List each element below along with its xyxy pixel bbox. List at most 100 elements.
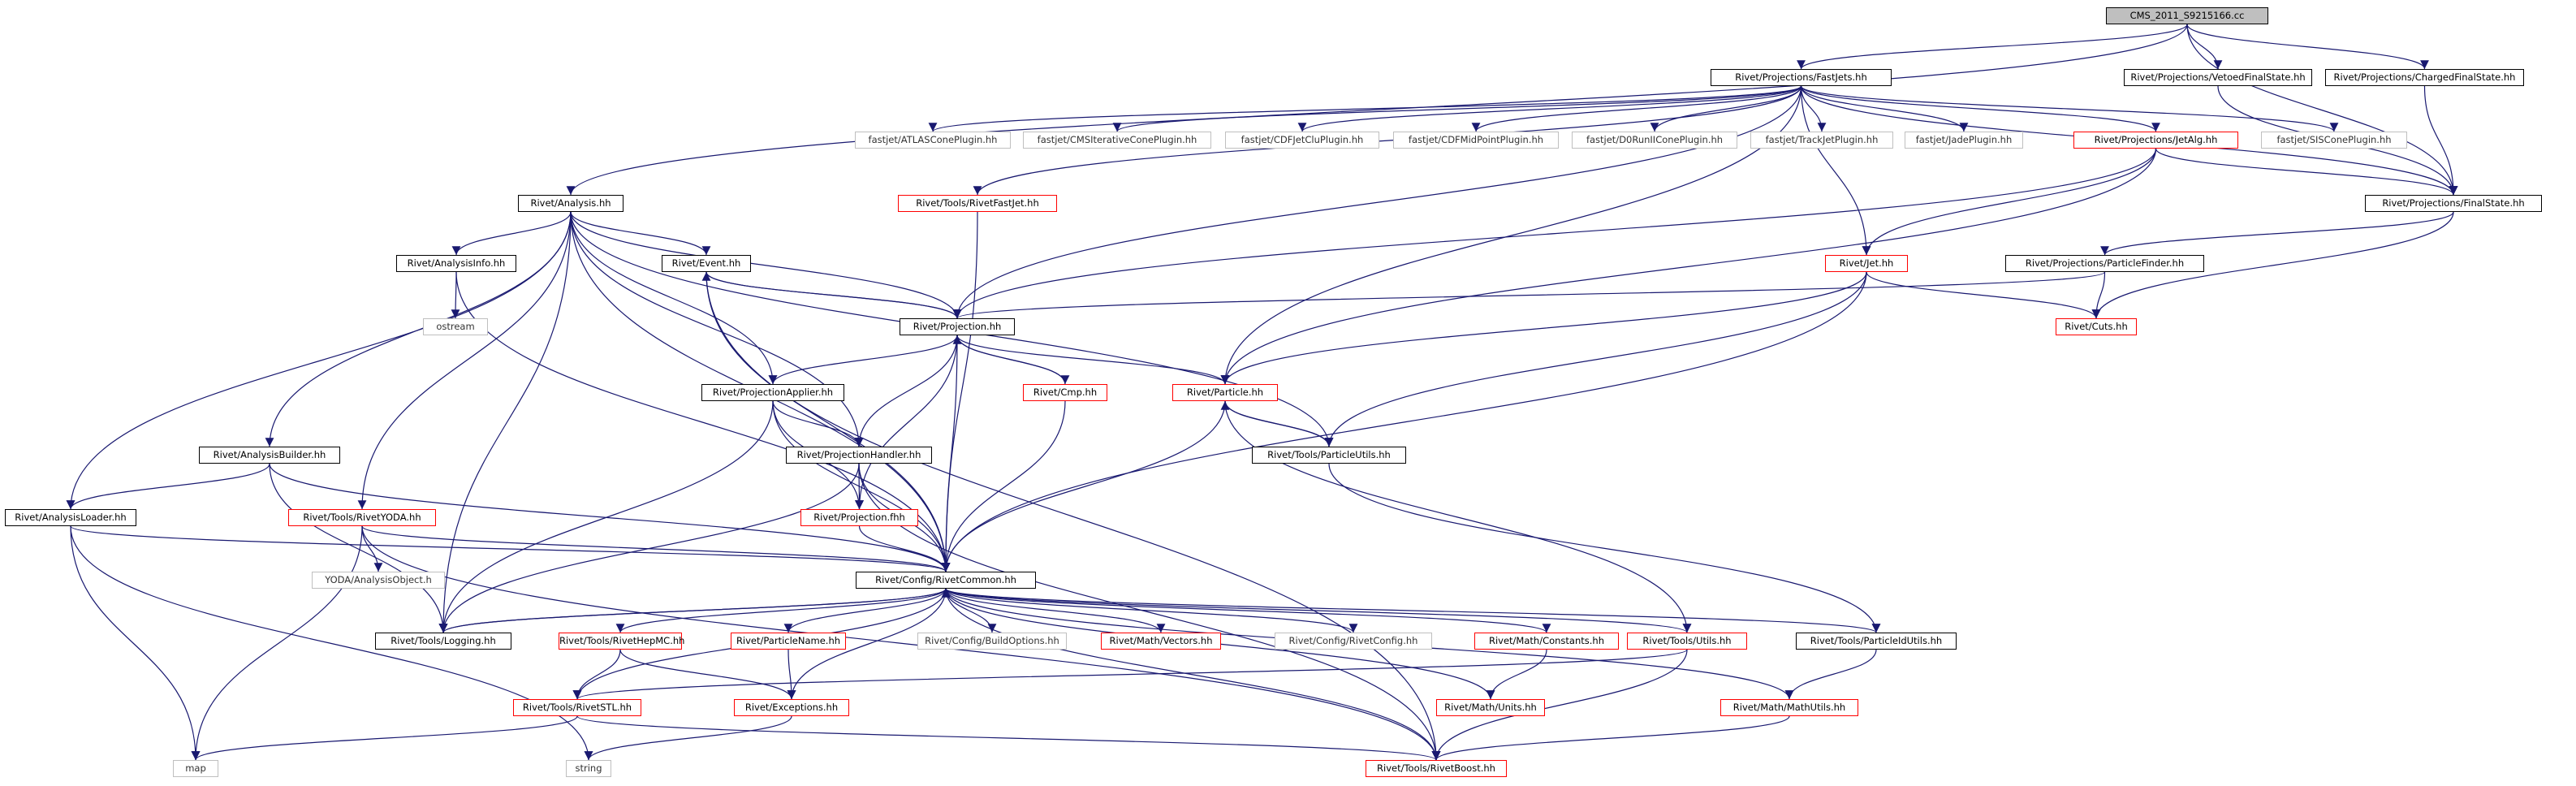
edge-jetalg-to-particle bbox=[1220, 148, 2157, 385]
edge-utils-to-stl bbox=[573, 649, 1688, 700]
rivet-stl-node[interactable]: Rivet/Tools/RivetSTL.hh bbox=[513, 699, 641, 716]
analysis-node[interactable]: Rivet/Analysis.hh bbox=[518, 195, 624, 212]
constants-node[interactable]: Rivet/Math/Constants.hh bbox=[1474, 633, 1619, 650]
cuts-node[interactable]: Rivet/Cuts.hh bbox=[2056, 318, 2137, 335]
edge-stl-to-boost bbox=[576, 715, 1440, 761]
edge-papplier-to-phandler bbox=[772, 400, 864, 447]
projection-node[interactable]: Rivet/Projection.hh bbox=[900, 318, 1015, 335]
edge-analysis-to-aloader bbox=[66, 211, 572, 510]
edge-fastjets-to-cdfmid bbox=[1471, 85, 1802, 132]
particle-name-node[interactable]: Rivet/ParticleName.hh bbox=[731, 633, 846, 650]
edge-abuilder-to-common bbox=[269, 463, 951, 572]
edge-jet-to-common bbox=[941, 271, 1867, 572]
edge-common-to-exceptions bbox=[787, 588, 947, 700]
edge-analysis-to-analysisinfo bbox=[451, 211, 572, 256]
edge-root-to-charged bbox=[2186, 24, 2429, 70]
edge-pname-to-exceptions bbox=[787, 649, 796, 700]
track-jet-plugin-node: fastjet/TrackJetPlugin.hh bbox=[1750, 132, 1893, 149]
particle-id-utils-node[interactable]: Rivet/Tools/ParticleIdUtils.hh bbox=[1796, 633, 1957, 650]
edge-root-to-fastjets bbox=[1797, 24, 2188, 70]
edge-analysis-to-projection bbox=[570, 211, 962, 319]
edge-fastjets-to-jade bbox=[1800, 85, 1969, 132]
rivet-fastjet-node[interactable]: Rivet/Tools/RivetFastJet.hh bbox=[898, 195, 1057, 212]
edge-fastjets-to-siscone bbox=[1800, 85, 2339, 132]
map-node: map bbox=[173, 760, 218, 777]
edge-rivetfastjet-to-common bbox=[941, 211, 978, 572]
edge-cmp-to-common bbox=[941, 400, 1066, 572]
edge-root-to-vetoed bbox=[2186, 24, 2223, 70]
rivet-common-node[interactable]: Rivet/Config/RivetCommon.hh bbox=[856, 572, 1036, 589]
edge-utils-to-boost bbox=[1431, 649, 1688, 761]
edge-putils-to-particle bbox=[1220, 400, 1330, 447]
edge-root-to-finalstate bbox=[2186, 24, 2458, 196]
edge-finalstate-to-cuts bbox=[2091, 211, 2454, 319]
analysis-info-node[interactable]: Rivet/AnalysisInfo.hh bbox=[396, 255, 516, 272]
edge-jet-to-cuts bbox=[1866, 271, 2101, 319]
analysis-loader-node[interactable]: Rivet/AnalysisLoader.hh bbox=[5, 509, 136, 526]
edge-analysis-to-event bbox=[570, 211, 711, 256]
edge-projection-to-projfhh bbox=[855, 335, 958, 510]
projection-handler-node[interactable]: Rivet/ProjectionHandler.hh bbox=[786, 447, 932, 464]
logging-node[interactable]: Rivet/Tools/Logging.hh bbox=[375, 633, 511, 650]
edge-analysis-to-logging bbox=[438, 211, 572, 633]
yoda-analysis-object-node: YODA/AnalysisObject.h bbox=[312, 572, 445, 589]
particle-node[interactable]: Rivet/Particle.hh bbox=[1172, 384, 1278, 401]
edge-particle-to-utils bbox=[1224, 400, 1692, 633]
final-state-node[interactable]: Rivet/Projections/FinalState.hh bbox=[2365, 195, 2542, 212]
edge-fastjets-to-jetalg bbox=[1800, 85, 2160, 132]
edge-phandler-to-logging bbox=[438, 463, 860, 633]
edge-analysis-to-rivetyoda bbox=[357, 211, 572, 510]
particle-utils-node[interactable]: Rivet/Tools/ParticleUtils.hh bbox=[1252, 447, 1406, 464]
jet-node[interactable]: Rivet/Jet.hh bbox=[1825, 255, 1908, 272]
event-node[interactable]: Rivet/Event.hh bbox=[662, 255, 751, 272]
projection-fhh-node[interactable]: Rivet/Projection.fhh bbox=[800, 509, 918, 526]
ostream-node: ostream bbox=[423, 318, 488, 335]
vectors-node[interactable]: Rivet/Math/Vectors.hh bbox=[1101, 633, 1221, 650]
edge-fastjets-to-atlas bbox=[929, 85, 1802, 132]
rivet-hepmc-node[interactable]: Rivet/Tools/RivetHepMC.hh bbox=[559, 633, 684, 650]
cdf-jet-clu-plugin-node: fastjet/CDFJetCluPlugin.hh bbox=[1225, 132, 1379, 149]
edge-particle-to-common bbox=[941, 400, 1226, 572]
edge-jetalg-to-projection bbox=[952, 148, 2157, 319]
edge-fastjets-to-projection bbox=[952, 85, 1802, 319]
rivet-boost-node[interactable]: Rivet/Tools/RivetBoost.hh bbox=[1366, 760, 1507, 777]
units-node[interactable]: Rivet/Math/Units.hh bbox=[1436, 699, 1545, 716]
rivet-yoda-node[interactable]: Rivet/Tools/RivetYODA.hh bbox=[288, 509, 436, 526]
analysis-builder-node[interactable]: Rivet/AnalysisBuilder.hh bbox=[199, 447, 340, 464]
utils-node[interactable]: Rivet/Tools/Utils.hh bbox=[1627, 633, 1747, 650]
rivet-config-node: Rivet/Config/RivetConfig.hh bbox=[1275, 633, 1432, 650]
projection-applier-node[interactable]: Rivet/ProjectionApplier.hh bbox=[701, 384, 844, 401]
particle-finder-node[interactable]: Rivet/Projections/ParticleFinder.hh bbox=[2005, 255, 2204, 272]
edge-pfinder-to-cuts bbox=[2091, 271, 2106, 319]
exceptions-node[interactable]: Rivet/Exceptions.hh bbox=[734, 699, 849, 716]
cdf-midpoint-plugin-node: fastjet/CDFMidPointPlugin.hh bbox=[1393, 132, 1559, 149]
edge-common-to-rivetconfig bbox=[945, 588, 1358, 633]
charged-final-state-node[interactable]: Rivet/Projections/ChargedFinalState.hh bbox=[2325, 69, 2524, 86]
edge-cmp-to-projection bbox=[952, 335, 1066, 385]
edge-projection-to-event bbox=[701, 271, 958, 319]
cms-iterative-cone-plugin-node: fastjet/CMSIterativeConePlugin.hh bbox=[1023, 132, 1211, 149]
jetalg-node[interactable]: Rivet/Projections/JetAlg.hh bbox=[2073, 132, 2238, 149]
edge-jetalg-to-finalstate bbox=[2155, 148, 2458, 196]
edge-logging-to-common bbox=[442, 588, 951, 633]
math-utils-node[interactable]: Rivet/Math/MathUtils.hh bbox=[1720, 699, 1858, 716]
fastjets-node[interactable]: Rivet/Projections/FastJets.hh bbox=[1711, 69, 1892, 86]
edge-constants-to-units bbox=[1486, 649, 1547, 700]
edge-jetalg-to-jet bbox=[1862, 148, 2157, 256]
edge-common-to-pname bbox=[783, 588, 947, 633]
d0-run2-cone-plugin-node: fastjet/D0RunIIConePlugin.hh bbox=[1572, 132, 1737, 149]
string-node: string bbox=[566, 760, 611, 777]
edge-projection-to-phandler bbox=[854, 335, 958, 447]
edge-projection-to-particle bbox=[956, 335, 1230, 385]
vetoed-final-state-node[interactable]: Rivet/Projections/VetoedFinalState.hh bbox=[2124, 69, 2312, 86]
edge-common-to-hepmc bbox=[615, 588, 947, 633]
root-file-node: CMS_2011_S9215166.cc bbox=[2106, 7, 2268, 24]
edge-aloader-to-map bbox=[70, 525, 201, 761]
edge-common-to-vectors bbox=[945, 588, 1166, 633]
cmp-node[interactable]: Rivet/Cmp.hh bbox=[1023, 384, 1107, 401]
edge-rivetyoda-to-map bbox=[191, 525, 363, 761]
edge-common-to-pidutils bbox=[945, 588, 1880, 633]
edge-fastjets-to-cdfclu bbox=[1297, 85, 1802, 132]
